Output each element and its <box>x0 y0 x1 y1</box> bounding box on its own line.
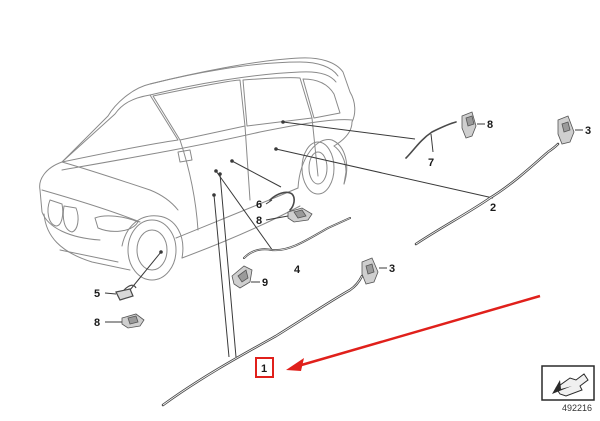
callout-6: 6 <box>256 199 262 211</box>
navigation-arrow-icon[interactable] <box>541 365 595 401</box>
callout-9: 9 <box>262 277 268 289</box>
car-outline-icon <box>39 57 356 281</box>
sensor-clip-icon <box>121 111 575 329</box>
callout-8-upper: 8 <box>487 119 493 131</box>
callout-3-upper: 3 <box>585 125 591 137</box>
leader-lines <box>129 121 494 358</box>
part-7-wire <box>405 121 457 159</box>
callout-1: 1 <box>261 363 267 375</box>
arrow-pointer-icon <box>286 294 541 371</box>
part-5-clip <box>115 284 137 301</box>
callout-7: 7 <box>428 157 434 169</box>
part-1-cable <box>161 274 364 407</box>
callout-5: 5 <box>94 288 100 300</box>
callout-1-highlight-box <box>255 357 274 378</box>
part-2-cable <box>414 142 560 246</box>
part-6-wire <box>269 191 295 211</box>
callout-2: 2 <box>490 202 496 214</box>
callout-connectors <box>104 123 583 323</box>
callout-4: 4 <box>294 264 301 276</box>
callout-8-middle: 8 <box>256 215 262 227</box>
callout-3-lower: 3 <box>389 263 395 275</box>
image-number: 492216 <box>562 403 592 413</box>
callout-8-lower: 8 <box>94 317 100 329</box>
